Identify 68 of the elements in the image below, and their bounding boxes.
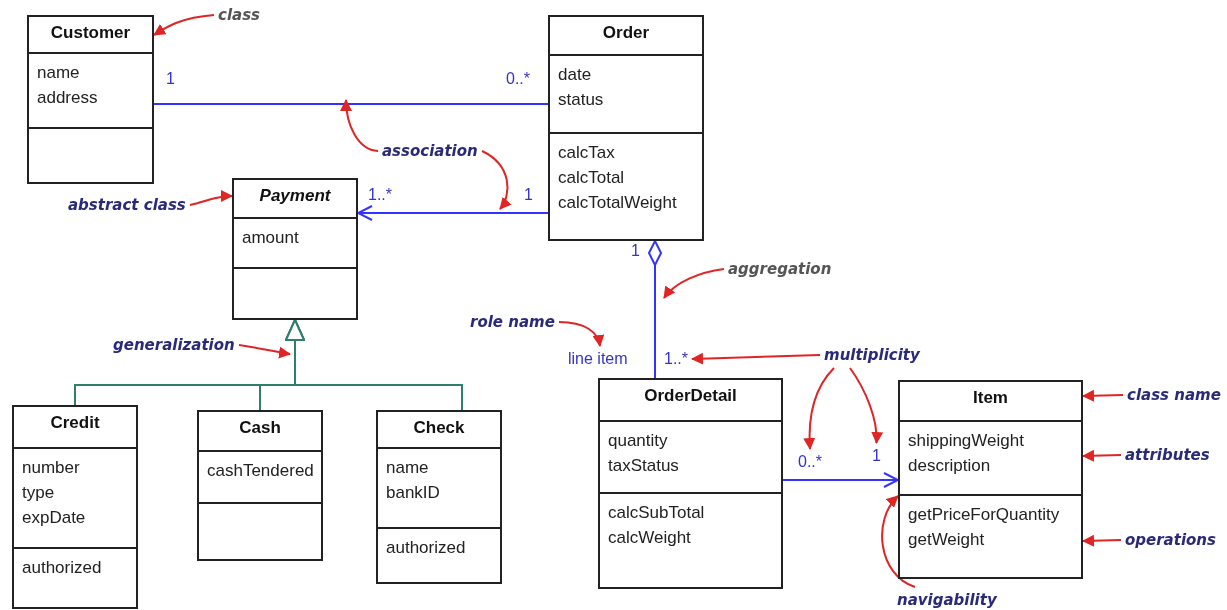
multiplicity-label: 1 [631,242,640,260]
class-name: Payment [258,186,332,206]
leader-arrow [663,268,725,299]
leader-arrow [1082,534,1122,547]
attribute-list: cashTendered [207,458,314,483]
role-name-label: line item [568,350,628,368]
class-name: Item [972,388,1009,408]
generalization-arrow [285,319,463,411]
class-box [898,380,1083,579]
multiplicity-label: 1 [166,70,175,88]
association-line [153,103,549,105]
annotation-label: class name [1127,386,1221,404]
operation-list: authorized [22,555,102,580]
annotation-label: multiplicity [824,346,920,364]
leader-arrow [803,367,835,450]
leader-arrow [153,14,215,36]
leader-arrow [881,495,916,588]
aggregation-line [648,240,662,379]
operation-list: calcTax calcTotal calcTotalWeight [558,140,677,215]
annotation-label: abstract class [68,196,186,214]
class-box [12,405,138,609]
multiplicity-label: 0..* [506,70,530,88]
leader-arrow [558,321,604,347]
class-name: Check [412,418,466,438]
multiplicity-label: 1 [524,186,533,204]
class-name: Customer [49,23,132,43]
class-box [548,15,704,241]
leader-arrow [340,99,379,152]
annotation-label: association [382,142,478,160]
leader-arrow [238,344,291,359]
leader-arrow [849,367,883,444]
annotation-label: aggregation [728,260,832,278]
annotation-label: class [218,6,260,24]
class-name: OrderDetail [643,386,738,406]
annotation-label: role name [470,313,555,331]
attribute-list: quantity taxStatus [608,428,679,478]
association-arrow [782,472,899,488]
leader-arrow [189,190,233,206]
multiplicity-label: 1 [872,447,881,465]
operation-list: authorized [386,535,466,560]
class-box [197,410,323,561]
multiplicity-label: 1..* [368,186,392,204]
operation-list: getPriceForQuantity getWeight [908,502,1060,552]
attribute-list: shippingWeight description [908,428,1024,478]
leader-arrow [481,150,512,210]
attribute-list: name address [37,60,98,110]
class-box [232,178,358,320]
attribute-list: date status [558,62,604,112]
class-box [376,410,502,584]
attribute-list: amount [242,225,299,250]
class-name: Credit [49,413,101,433]
class-box [27,15,154,184]
attribute-list: name bankID [386,455,440,505]
annotation-label: attributes [1125,446,1210,464]
class-name: Order [601,23,651,43]
attribute-list: number type expDate [22,455,86,530]
annotation-label: operations [1125,531,1216,549]
multiplicity-label: 1..* [664,350,688,368]
operation-list: calcSubTotal calcWeight [608,500,705,550]
class-box [598,378,783,589]
leader-arrow [1082,449,1122,462]
leader-arrow [1082,389,1124,402]
annotation-label: generalization [113,336,235,354]
association-arrow [357,205,549,221]
multiplicity-label: 0..* [798,453,822,471]
leader-arrow [691,352,821,365]
class-name: Cash [238,418,282,438]
annotation-label: navigability [897,591,997,609]
